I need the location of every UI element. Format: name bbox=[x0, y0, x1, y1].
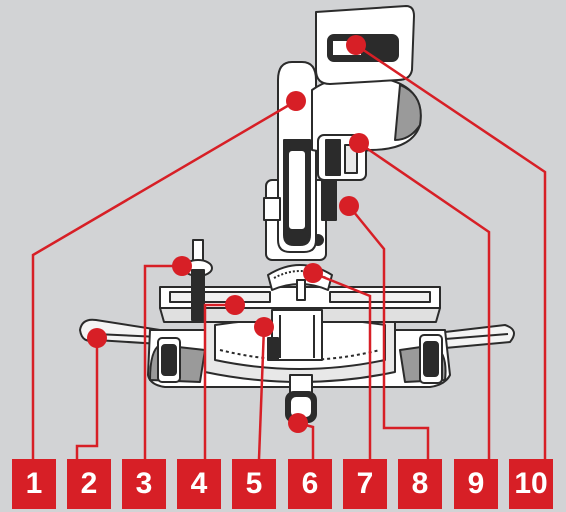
callout-dot-8 bbox=[339, 196, 359, 216]
label-box-1: 1 bbox=[12, 459, 56, 509]
label-box-3: 3 bbox=[122, 459, 166, 509]
leader-line-5 bbox=[257, 326, 266, 460]
blade-slot bbox=[267, 309, 323, 361]
leader-line-2 bbox=[75, 340, 99, 459]
leader-line-1 bbox=[31, 99, 297, 459]
motor-housing bbox=[311, 75, 422, 181]
leader-line-10 bbox=[355, 43, 547, 459]
leader-line-8 bbox=[348, 205, 430, 459]
leader-line-7 bbox=[312, 271, 372, 459]
callout-dot-2 bbox=[87, 328, 107, 348]
callout-dots bbox=[87, 35, 369, 433]
label-box-6: 6 bbox=[288, 459, 332, 509]
callout-dot-6 bbox=[288, 413, 308, 433]
callout-dot-9 bbox=[349, 133, 369, 153]
callout-dot-4 bbox=[225, 295, 245, 315]
label-box-2: 2 bbox=[67, 459, 111, 509]
label-box-8: 8 bbox=[398, 459, 442, 509]
leader-line-9 bbox=[358, 141, 491, 459]
label-box-9: 9 bbox=[454, 459, 498, 509]
label-box-7: 7 bbox=[343, 459, 387, 509]
label-box-5: 5 bbox=[232, 459, 276, 509]
callout-dot-7 bbox=[303, 263, 323, 283]
callout-dot-10 bbox=[346, 35, 366, 55]
callout-dot-1 bbox=[286, 91, 306, 111]
label-box-4: 4 bbox=[177, 459, 221, 509]
leader-line-3 bbox=[143, 264, 182, 459]
right-extension-arm bbox=[444, 324, 515, 349]
head-lock-lever bbox=[263, 179, 337, 221]
blade-guard bbox=[277, 61, 317, 253]
callout-dot-3 bbox=[172, 256, 192, 276]
label-box-10: 10 bbox=[509, 459, 553, 509]
callout-dot-5 bbox=[254, 317, 274, 337]
